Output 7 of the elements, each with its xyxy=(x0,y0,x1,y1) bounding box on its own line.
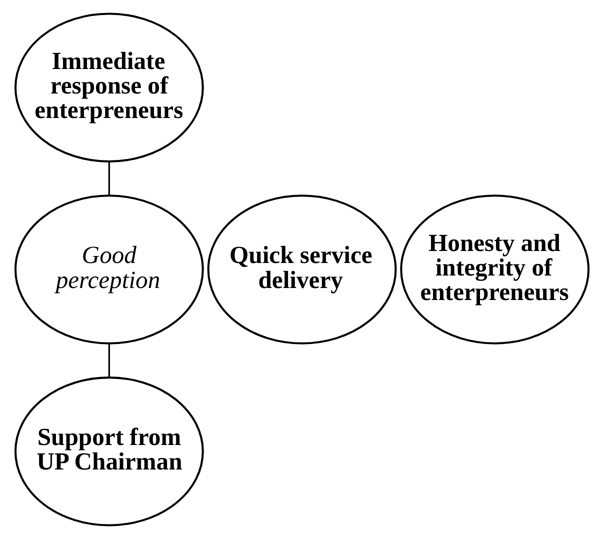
node-ellipse: Good perception xyxy=(14,194,204,344)
node-ellipse: Quick service delivery xyxy=(207,194,397,344)
connector xyxy=(108,162,110,196)
node-ellipse: Support from UP Chairman xyxy=(14,376,204,526)
node-ellipse: Immediate response of enterpreneurs xyxy=(14,12,204,162)
connector xyxy=(108,344,110,378)
node-ellipse: Honesty and integrity of enterpreneurs xyxy=(400,194,590,344)
